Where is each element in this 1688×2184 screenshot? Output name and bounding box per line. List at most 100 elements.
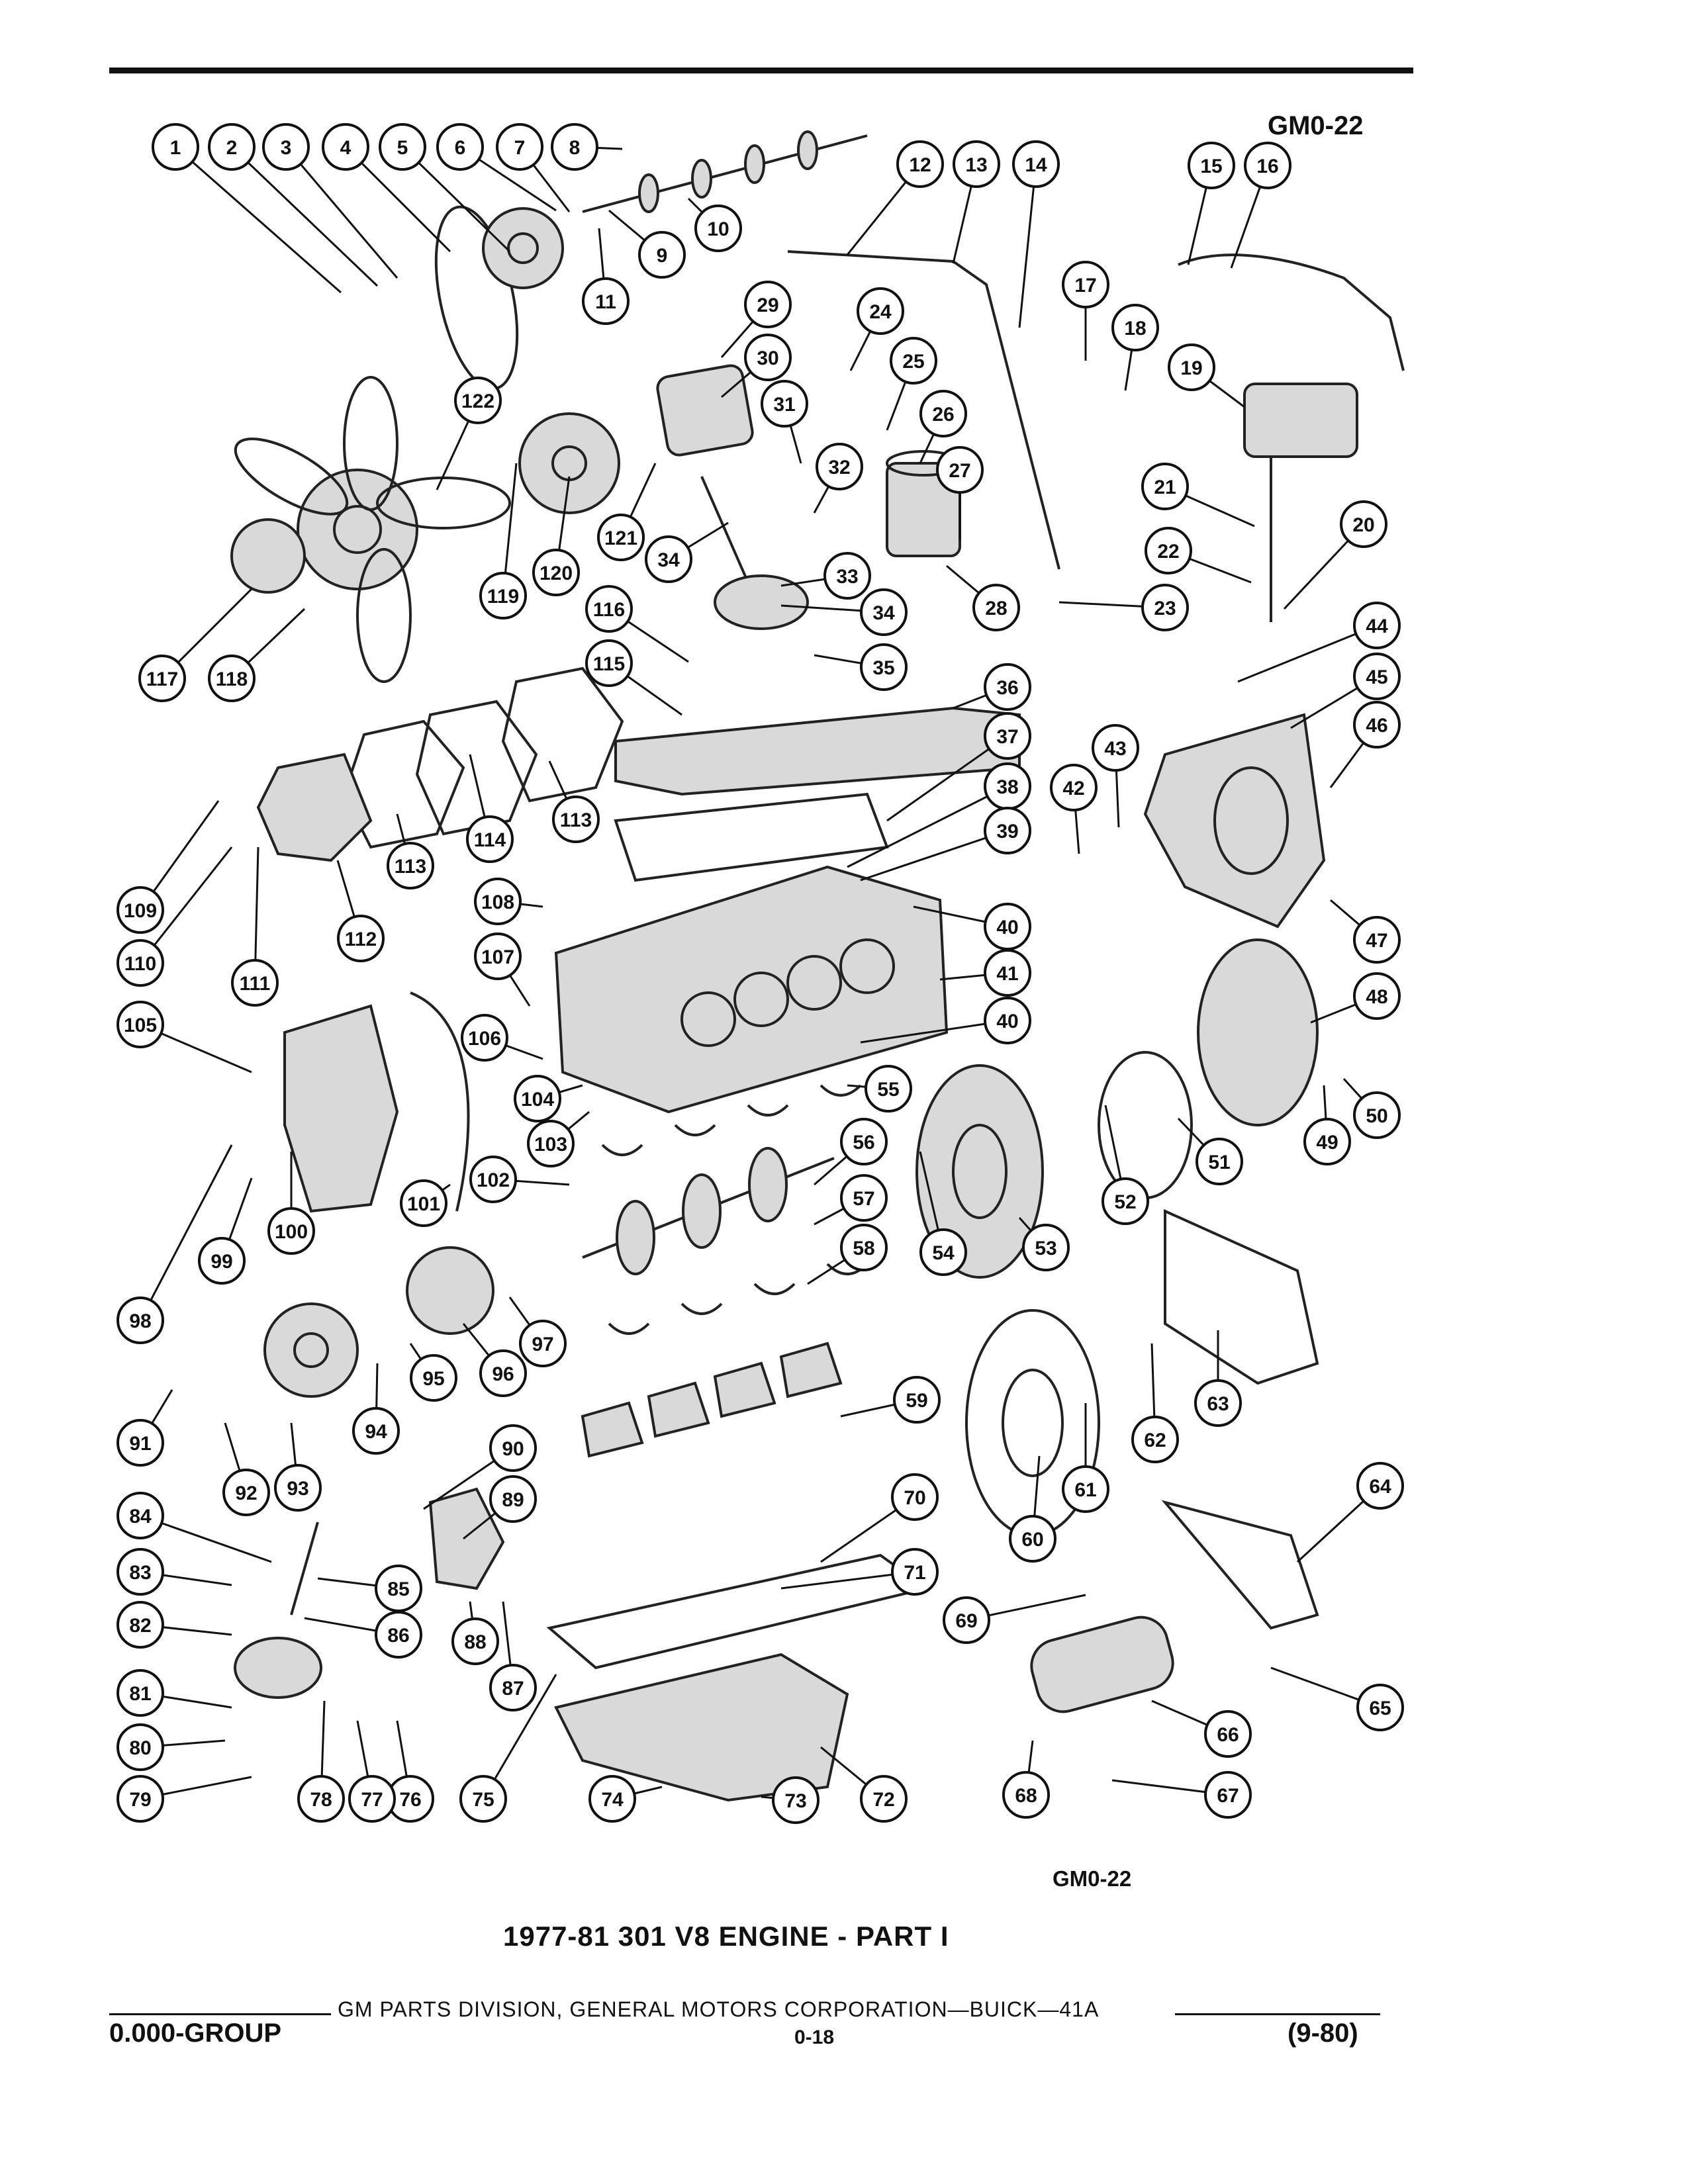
harmonic-balancer (263, 1246, 494, 1398)
flywheel-shields (1161, 1208, 1319, 1630)
main-bearing-caps (581, 1342, 843, 1458)
footer-rule-right (1175, 2013, 1380, 2015)
callout-number: 1 (170, 137, 181, 159)
callout-1: 1 (152, 123, 342, 294)
callout-number: 90 (502, 1438, 524, 1460)
callout-114: 114 (466, 754, 514, 863)
callout-circle (1204, 1771, 1252, 1819)
callout-circle (744, 281, 792, 328)
callout-55: 55 (847, 1065, 912, 1113)
engine-parts (230, 130, 1405, 1802)
leader-line (139, 846, 233, 964)
callout-number: 53 (1035, 1238, 1056, 1259)
callout-circle (1168, 343, 1215, 391)
callout-89: 89 (463, 1475, 537, 1540)
callout-circle (1244, 142, 1291, 189)
callout-number: 50 (1366, 1105, 1387, 1127)
valve-cover (614, 706, 1021, 882)
callout-number: 30 (757, 347, 778, 369)
callout-73: 73 (761, 1776, 820, 1824)
callout-65: 65 (1270, 1666, 1404, 1731)
callout-51: 51 (1177, 1117, 1243, 1185)
callout-5: 5 (379, 123, 511, 253)
callout-number: 9 (657, 245, 668, 267)
callout-122: 122 (436, 377, 502, 490)
leader-line (401, 146, 511, 253)
callout-circle (984, 663, 1031, 711)
callout-26: 26 (919, 390, 967, 464)
callout-circle (919, 390, 967, 437)
callout-number: 52 (1114, 1191, 1136, 1213)
callout-number: 81 (129, 1683, 151, 1705)
callout-circle (496, 123, 543, 171)
callout-circle (1141, 463, 1189, 510)
callout-circle (117, 939, 164, 987)
callout-number: 12 (909, 154, 931, 176)
leader-line (482, 1674, 557, 1799)
bell-housing (1143, 713, 1326, 929)
callout-circle (972, 584, 1020, 631)
callout-circle (117, 1601, 164, 1649)
callout-number: 98 (129, 1310, 151, 1332)
callout-120: 120 (532, 476, 580, 596)
callout-number: 95 (422, 1368, 444, 1390)
callout-circle (474, 933, 522, 980)
callout-number: 71 (904, 1562, 925, 1584)
callout-98: 98 (117, 1144, 233, 1344)
callout-number: 85 (387, 1578, 409, 1600)
camshaft (582, 130, 868, 213)
callout-70: 70 (820, 1473, 939, 1563)
leader-line (175, 146, 342, 294)
callout-circle (860, 643, 908, 691)
footer-rule-left (109, 2013, 331, 2015)
callout-number: 26 (932, 404, 954, 426)
callout-36: 36 (953, 663, 1031, 711)
callout-116: 116 (585, 585, 689, 663)
callout-79: 79 (117, 1775, 252, 1823)
leader-line (1237, 624, 1378, 683)
callout-40: 40 (860, 997, 1031, 1044)
callout-number: 62 (1144, 1430, 1166, 1451)
fan-assembly (230, 376, 511, 683)
callout-number: 113 (395, 856, 426, 878)
callout-circle (865, 1065, 912, 1113)
callout-29: 29 (720, 281, 792, 358)
callout-18: 18 (1111, 304, 1159, 391)
callout-circle (436, 123, 484, 171)
callout-number: 96 (492, 1363, 514, 1385)
callout-circle (208, 655, 256, 702)
callout-69: 69 (943, 1594, 1086, 1644)
callout-number: 34 (872, 602, 895, 624)
callout-90: 90 (423, 1424, 537, 1510)
flywheel (915, 1064, 1044, 1279)
callout-31: 31 (761, 380, 808, 464)
callout-circle (891, 1473, 939, 1521)
leader-line (860, 829, 1008, 882)
timing-chain (434, 205, 564, 390)
callout-15: 15 (1187, 142, 1235, 265)
callout-circle (551, 123, 598, 171)
callout-circle (840, 1118, 888, 1165)
callout-number: 67 (1217, 1785, 1239, 1807)
callout-number: 122 (461, 390, 494, 412)
callout-118: 118 (208, 608, 306, 702)
callout-34: 34 (645, 522, 729, 583)
callout-97: 97 (508, 1297, 567, 1367)
callout-number: 8 (569, 137, 581, 159)
callout-number: 84 (129, 1506, 152, 1527)
callout-circle (744, 334, 792, 381)
callout-circle (400, 1179, 447, 1227)
callout-82: 82 (117, 1601, 232, 1649)
callout-71: 71 (780, 1548, 939, 1596)
callout-circle (117, 1001, 164, 1048)
callout-number: 22 (1157, 541, 1179, 563)
callout-67: 67 (1111, 1771, 1252, 1819)
callout-circle (1009, 1515, 1056, 1563)
callout-14: 14 (1012, 140, 1060, 328)
callout-circle (1353, 1091, 1401, 1139)
callout-number: 32 (828, 457, 850, 478)
callout-circle (117, 1669, 164, 1717)
callout-number: 21 (1154, 477, 1176, 498)
callout-61: 61 (1062, 1403, 1109, 1513)
